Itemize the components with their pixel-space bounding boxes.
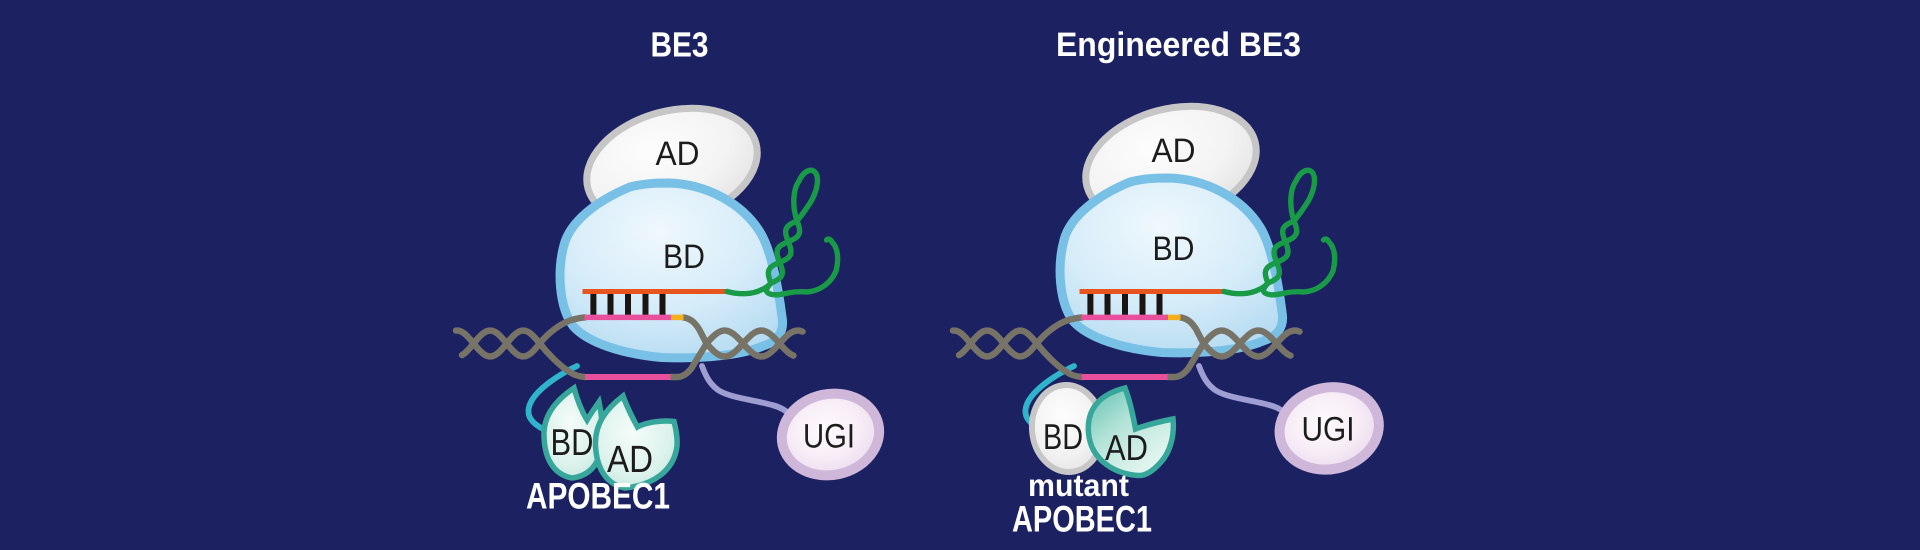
svg-text:Engineered BE3: Engineered BE3 <box>1056 26 1301 64</box>
svg-text:mutant: mutant <box>1028 468 1129 503</box>
svg-text:AD: AD <box>1105 427 1148 468</box>
svg-text:AD: AD <box>656 135 700 173</box>
svg-text:BD: BD <box>663 238 705 276</box>
svg-text:BE3: BE3 <box>651 26 709 65</box>
svg-text:BD: BD <box>1043 416 1083 457</box>
svg-text:UGI: UGI <box>803 418 855 456</box>
svg-text:BD: BD <box>1153 230 1195 268</box>
svg-text:APOBEC1: APOBEC1 <box>526 476 670 517</box>
svg-text:AD: AD <box>1152 132 1196 170</box>
svg-text:APOBEC1: APOBEC1 <box>1012 499 1152 540</box>
svg-text:AD: AD <box>607 439 653 481</box>
svg-text:UGI: UGI <box>1302 411 1355 449</box>
svg-text:BD: BD <box>551 421 594 463</box>
